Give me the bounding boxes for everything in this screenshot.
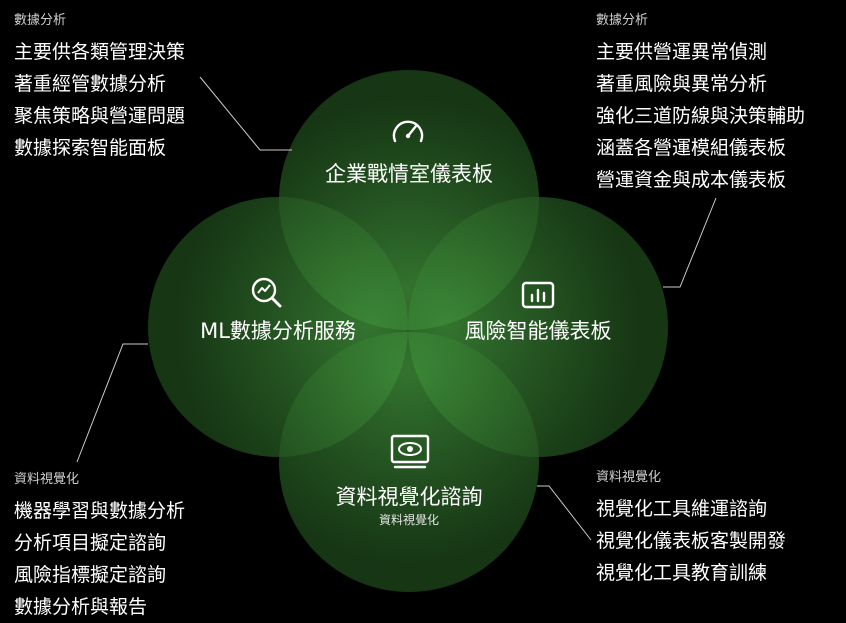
block-bottom-left: 資料視覺化 機器學習與數據分析 分析項目擬定諮詢 風險指標擬定諮詢 數據分析與報… <box>14 471 185 623</box>
block-category: 數據分析 <box>14 13 67 28</box>
monitor-eye-icon <box>390 434 430 469</box>
block-list: 主要供各類管理決策 著重經管數據分析 聚焦策略與營運問題 數據探索智能面板 <box>14 36 185 164</box>
list-item: 著重經管數據分析 <box>14 73 167 95</box>
circle-left-label: ML數據分析服務 <box>168 317 388 345</box>
circle-top-label: 企業戰情室儀表板 <box>309 160 509 188</box>
list-item: 強化三道防線與決策輔助 <box>596 105 806 127</box>
block-category: 數據分析 <box>596 13 649 28</box>
connector-bottom-right <box>537 485 592 541</box>
list-item: 視覺化工具教育訓練 <box>596 562 768 584</box>
block-category: 資料視覺化 <box>14 472 80 487</box>
block-category: 資料視覺化 <box>596 470 662 485</box>
block-bottom-right: 資料視覺化 視覺化工具維運諮詢 視覺化儀表板客製開發 視覺化工具教育訓練 <box>596 469 786 589</box>
circle-bottom-subtitle: 資料視覺化 <box>378 513 439 527</box>
circle-bottom-title: 資料視覺化諮詢 <box>335 485 483 509</box>
block-list: 機器學習與數據分析 分析項目擬定諮詢 風險指標擬定諮詢 數據分析與報告 <box>14 495 185 623</box>
bar-chart-icon <box>521 281 555 309</box>
circle-top-title: 企業戰情室儀表板 <box>325 162 493 186</box>
block-top-left: 數據分析 主要供各類管理決策 著重經管數據分析 聚焦策略與營運問題 數據探索智能… <box>14 12 185 164</box>
connector-bottom-left <box>76 343 148 463</box>
circle-bottom-label: 資料視覺化諮詢 資料視覺化 <box>309 483 509 529</box>
list-item: 涵蓋各營運模組儀表板 <box>596 137 787 159</box>
list-item: 機器學習與數據分析 <box>14 500 186 522</box>
list-item: 視覺化工具維運諮詢 <box>596 498 768 520</box>
list-item: 營運資金與成本儀表板 <box>596 169 787 191</box>
list-item: 主要供各類管理決策 <box>14 41 186 63</box>
list-item: 風險指標擬定諮詢 <box>14 564 167 586</box>
list-item: 數據探索智能面板 <box>14 137 167 159</box>
block-list: 主要供營運異常偵測 著重風險與異常分析 強化三道防線與決策輔助 涵蓋各營運模組儀… <box>596 36 805 196</box>
circle-right-label: 風險智能儀表板 <box>438 317 638 345</box>
list-item: 視覺化儀表板客製開發 <box>596 530 787 552</box>
list-item: 分析項目擬定諮詢 <box>14 532 167 554</box>
block-list: 視覺化工具維運諮詢 視覺化儀表板客製開發 視覺化工具教育訓練 <box>596 493 786 589</box>
block-top-right: 數據分析 主要供營運異常偵測 著重風險與異常分析 強化三道防線與決策輔助 涵蓋各… <box>596 12 805 196</box>
circle-left-title: ML數據分析服務 <box>200 319 356 343</box>
list-item: 聚焦策略與營運問題 <box>14 105 186 127</box>
speedometer-icon <box>392 120 424 143</box>
circle-right-title: 風險智能儀表板 <box>464 319 612 343</box>
list-item: 數據分析與報告 <box>14 596 148 618</box>
list-item: 著重風險與異常分析 <box>596 73 768 95</box>
connector-top-right <box>663 197 717 288</box>
chart-search-icon <box>251 277 282 308</box>
list-item: 主要供營運異常偵測 <box>596 41 768 63</box>
connector-top-left <box>199 76 292 151</box>
